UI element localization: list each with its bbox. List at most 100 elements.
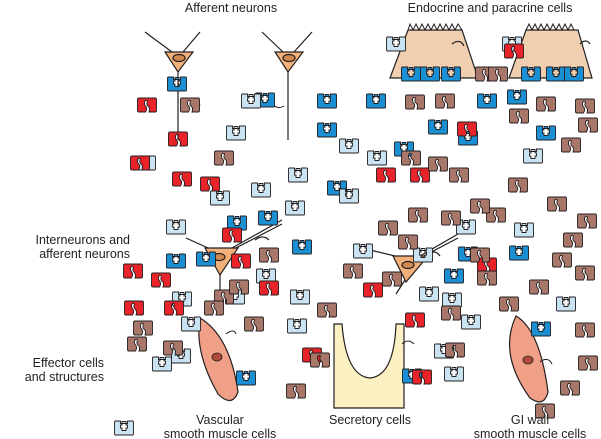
interneurons-label: Interneurons and afferent neurons <box>0 233 130 261</box>
blue-receptor-icon <box>536 125 556 141</box>
light-receptor-icon <box>251 182 271 198</box>
brown-ligand-icon <box>563 232 583 248</box>
light-receptor-icon <box>461 314 481 330</box>
blue-receptor-icon <box>366 93 386 109</box>
light-receptor-icon <box>166 219 186 235</box>
secretory-label: Secretory cells <box>329 413 411 427</box>
light-receptor-icon <box>523 148 543 164</box>
brown-ligand-icon <box>204 300 224 316</box>
blue-receptor-icon <box>317 93 337 109</box>
red-ligand-icon <box>363 282 383 298</box>
brown-ligand-icon <box>435 93 455 109</box>
light-receptor-icon <box>339 188 359 204</box>
blue-receptor-icon <box>166 253 186 269</box>
gi-wall-label-line1: GI wall <box>510 413 550 427</box>
effector-label-line1: Effector cells <box>32 356 104 370</box>
red-ligand-icon <box>376 167 396 183</box>
brown-ligand-icon <box>398 234 418 250</box>
brown-ligand-icon <box>552 252 572 268</box>
light-receptor-icon <box>210 190 230 206</box>
light-receptor-icon <box>288 167 308 183</box>
vascular-smooth-muscle-cell <box>198 317 239 402</box>
blue-receptor-icon <box>317 122 337 138</box>
interneurons-label-line2: afferent neurons <box>39 247 130 261</box>
red-ligand-icon <box>151 272 171 288</box>
blue-receptor-icon <box>167 76 187 92</box>
light-receptor-icon <box>367 150 387 166</box>
blue-receptor-icon <box>444 268 464 284</box>
light-receptor-icon <box>556 296 576 312</box>
brown-ligand-icon <box>408 207 428 223</box>
brown-ligand-icon <box>577 213 597 229</box>
brown-ligand-icon <box>536 96 556 112</box>
brown-ligand-icon <box>561 137 581 153</box>
light-receptor-icon <box>353 243 373 259</box>
blue-receptor-icon <box>196 251 216 267</box>
light-receptor-icon <box>285 200 305 216</box>
brown-ligand-icon <box>470 198 490 214</box>
red-ligand-icon <box>412 369 432 385</box>
gi-wall-label: GI wall smooth muscle cells <box>464 413 596 439</box>
light-receptor-icon <box>290 289 310 305</box>
blue-receptor-icon <box>507 89 527 105</box>
light-receptor-icon <box>419 286 439 302</box>
blue-receptor-icon <box>509 245 529 261</box>
brown-ligand-icon <box>575 265 595 281</box>
red-ligand-icon <box>200 176 220 192</box>
afferent-neuron-left <box>144 31 201 140</box>
vascular-label-line2: smooth muscle cells <box>163 427 277 439</box>
light-receptor-icon <box>339 138 359 154</box>
red-ligand-icon <box>231 253 251 269</box>
brown-ligand-icon <box>560 380 580 396</box>
blue-receptor-icon <box>292 239 312 255</box>
brown-ligand-icon <box>477 270 497 286</box>
brown-ligand-icon <box>575 322 595 338</box>
brown-ligand-icon <box>441 210 461 226</box>
brown-ligand-icon <box>133 320 153 336</box>
blue-receptor-icon <box>531 321 551 337</box>
vascular-label-line1: Vascular <box>196 413 244 427</box>
blue-receptor-icon <box>236 370 256 386</box>
light-receptor-icon <box>444 366 464 382</box>
brown-ligand-icon <box>382 271 402 287</box>
red-ligand-icon <box>123 263 143 279</box>
brown-ligand-icon <box>441 305 461 321</box>
endocrine-paracrine-label: Endocrine and paracrine cells <box>407 1 573 15</box>
brown-ligand-icon <box>343 263 363 279</box>
red-ligand-icon <box>168 131 188 147</box>
brown-ligand-icon <box>317 302 337 318</box>
brown-ligand-icon <box>214 150 234 166</box>
light-receptor-icon <box>114 420 134 436</box>
red-ligand-icon <box>259 280 279 296</box>
light-receptor-icon <box>226 125 246 141</box>
brown-ligand-icon <box>286 383 306 399</box>
brown-ligand-icon <box>499 296 519 312</box>
brown-ligand-icon <box>575 98 595 114</box>
red-ligand-icon <box>405 312 425 328</box>
brown-ligand-icon <box>259 247 279 263</box>
brown-ligand-icon <box>428 156 448 172</box>
brown-ligand-icon <box>547 196 567 212</box>
brown-ligand-icon <box>578 117 598 133</box>
light-receptor-icon <box>442 292 462 308</box>
brown-ligand-icon <box>449 167 469 183</box>
brown-ligand-icon <box>310 352 330 368</box>
afferent-neurons-label: Afferent neurons <box>184 1 278 15</box>
brown-ligand-icon <box>401 150 421 166</box>
light-receptor-icon <box>241 93 261 109</box>
red-ligand-icon <box>164 300 184 316</box>
effector-label-line2: and structures <box>24 370 104 384</box>
brown-ligand-icon <box>488 66 508 82</box>
red-ligand-icon <box>222 227 242 243</box>
red-ligand-icon <box>137 97 157 113</box>
brown-ligand-icon <box>378 220 398 236</box>
red-ligand-icon <box>124 300 144 316</box>
brown-ligand-icon <box>508 177 528 193</box>
blue-receptor-icon <box>477 93 497 109</box>
blue-receptor-icon <box>258 210 278 226</box>
light-receptor-icon <box>152 356 172 372</box>
brown-ligand-icon <box>405 94 425 110</box>
light-receptor-icon <box>181 316 201 332</box>
brown-ligand-icon <box>180 97 200 113</box>
